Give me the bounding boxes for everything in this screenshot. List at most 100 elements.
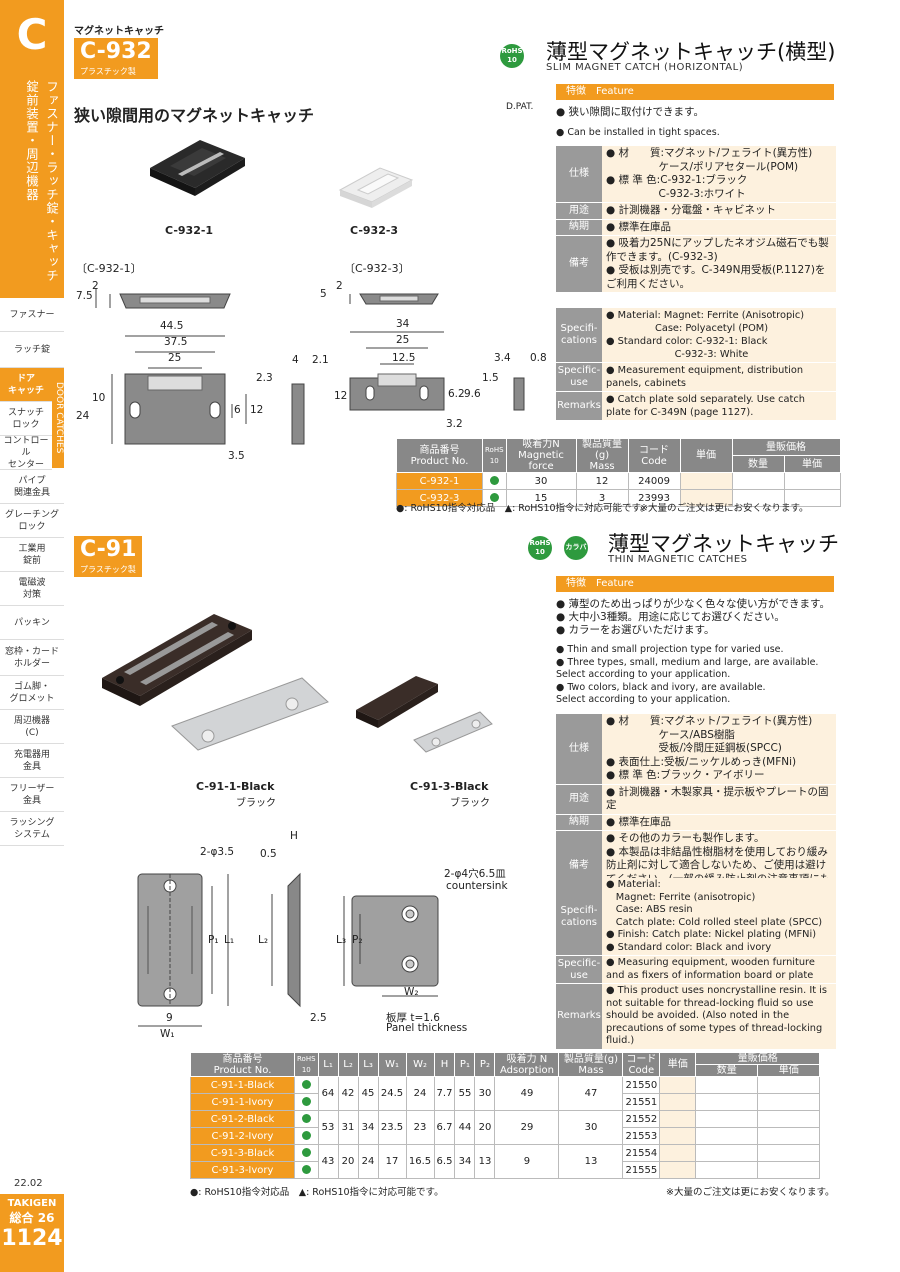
rohs-dot-icon bbox=[301, 1165, 311, 1174]
c932-rohs-legend: ●: RoHS10指令対応品 ▲: RoHS10指令に対応可能です。 bbox=[396, 503, 650, 514]
sidebar-nav-item[interactable]: 充電器用 金具 bbox=[0, 744, 64, 778]
spec-label: 仕様 bbox=[556, 714, 602, 785]
c932-bullets-en: ● Can be installed in tight spaces. bbox=[556, 126, 836, 139]
cell: 34 bbox=[454, 1144, 476, 1179]
spec-value: ● 標準在庫品 bbox=[602, 219, 836, 236]
cell: 47 bbox=[558, 1076, 624, 1111]
sidebar-nav-item[interactable]: ラッシング システム bbox=[0, 812, 64, 846]
product-no[interactable]: C-91-2-Ivory bbox=[190, 1127, 295, 1145]
rohs-cell bbox=[482, 472, 507, 490]
cell: 17 bbox=[377, 1144, 407, 1179]
cell: 49 bbox=[494, 1076, 560, 1111]
c91-bullets-en: ● Thin and small projection type for var… bbox=[556, 644, 840, 707]
sidebar-nav-item[interactable]: ドア キャッチ bbox=[0, 368, 52, 402]
c932-3-dim-12: 12 bbox=[334, 390, 348, 402]
sidebar-nav-item[interactable]: コントロール センター bbox=[0, 436, 52, 470]
c91-product-table: 商品番号 Product No. RoHS 10 L₁ L₂ L₃ W₁ W₂ … bbox=[190, 1052, 821, 1179]
sidebar-nav-item[interactable]: 電磁波 対策 bbox=[0, 572, 64, 606]
c932-3-photo-label: C-932-3 bbox=[350, 224, 399, 237]
c91-code-badge: C-91 プラスチック製 bbox=[74, 536, 143, 577]
page-number: 1124 bbox=[1, 1226, 63, 1251]
sidebar-nav-item[interactable]: ゴム脚・ グロメット bbox=[0, 676, 64, 710]
c91-title-en: THIN MAGNETIC CATCHES bbox=[608, 554, 748, 565]
spec-value: ● 計測機器・分電盤・キャビネット bbox=[602, 203, 836, 220]
qty-cell bbox=[695, 1161, 759, 1179]
cell: 7.7 bbox=[433, 1076, 456, 1111]
th-product-no: 商品番号 Product No. bbox=[190, 1052, 295, 1077]
spec-label: Specific- use bbox=[556, 363, 602, 392]
sidebar-nav-item[interactable]: パッキン bbox=[0, 606, 64, 640]
spec-label: Remarks bbox=[556, 984, 602, 1050]
product-no[interactable]: C-91-3-Black bbox=[190, 1144, 295, 1162]
th-bulk-price: 量販価格 bbox=[695, 1052, 821, 1065]
cell: 20 bbox=[337, 1144, 359, 1179]
cell: 12 bbox=[575, 472, 629, 490]
c91-title-jp: 薄型マグネットキャッチ bbox=[608, 532, 839, 556]
c91-3-photo-sub: ブラック bbox=[450, 798, 490, 809]
edition-date: 22.02 bbox=[14, 1178, 43, 1189]
code-cell: 21551 bbox=[622, 1093, 661, 1111]
qty-cell bbox=[695, 1144, 759, 1162]
cell: 44 bbox=[454, 1110, 476, 1145]
product-no[interactable]: C-91-2-Black bbox=[190, 1110, 295, 1128]
c91-dim-w1: W₁ bbox=[160, 1028, 175, 1040]
cell: 16.5 bbox=[405, 1144, 435, 1179]
cell: 30 bbox=[505, 472, 577, 490]
sidebar-nav-item[interactable]: グレーチング ロック bbox=[0, 504, 64, 538]
th-mass: 製品質量(g) Mass bbox=[558, 1052, 624, 1077]
page-footer-box: TAKIGEN 総合 26 1124 bbox=[0, 1194, 64, 1272]
product-no[interactable]: C-932-3 bbox=[396, 489, 483, 507]
c932-1-dim-44-5: 44.5 bbox=[160, 320, 184, 332]
sidebar-nav-item[interactable]: 窓枠・カード ホルダー bbox=[0, 640, 64, 676]
sidebar-nav-item[interactable]: ファスナー bbox=[0, 298, 64, 332]
bulk-price-cell bbox=[757, 1127, 821, 1145]
product-no[interactable]: C-932-1 bbox=[396, 472, 483, 490]
sidebar-nav-item[interactable]: 工業用 錠前 bbox=[0, 538, 64, 572]
th-unit-price: 単価 bbox=[679, 438, 733, 473]
sidebar-nav-item[interactable]: ラッチ錠 bbox=[0, 332, 64, 368]
bulk-price-cell bbox=[757, 1093, 821, 1111]
sidebar-nav-item[interactable]: 周辺機器 (C) bbox=[0, 710, 64, 744]
cell: 43 bbox=[317, 1144, 339, 1179]
product-no[interactable]: C-91-3-Ivory bbox=[190, 1161, 295, 1179]
spec-value: ● その他のカラーも製作します。 ● 本製品は非結晶性樹脂材を使用しており緩み防… bbox=[602, 831, 836, 902]
c932-1-dim-4: 4 bbox=[292, 354, 299, 366]
c932-1-dim-25: 25 bbox=[168, 352, 182, 364]
rohs-dot-icon bbox=[489, 493, 499, 502]
catalog-edition: 総合 26 bbox=[9, 1211, 55, 1225]
unit-price-cell bbox=[679, 489, 733, 507]
product-no[interactable]: C-91-1-Ivory bbox=[190, 1093, 295, 1111]
unit-price-cell bbox=[659, 1093, 697, 1111]
product-no[interactable]: C-91-1-Black bbox=[190, 1076, 295, 1094]
code-cell: 21552 bbox=[622, 1110, 661, 1128]
bullet: ● Can be installed in tight spaces. bbox=[556, 127, 720, 138]
cell: 23 bbox=[405, 1110, 435, 1145]
c932-3-dim-3-4: 3.4 bbox=[494, 352, 511, 364]
spec-value: ● 標準在庫品 bbox=[602, 814, 836, 831]
spec-label: 備考 bbox=[556, 236, 602, 293]
spec-label: 用途 bbox=[556, 203, 602, 220]
c932-1-drawing-label: 〔C-932-1〕 bbox=[76, 262, 142, 275]
sidebar-nav-item[interactable]: パイプ 関連金具 bbox=[0, 470, 64, 504]
code-cell: 21553 bbox=[622, 1127, 661, 1145]
sidebar-nav-item[interactable]: スナッチ ロック bbox=[0, 402, 52, 436]
cell: 64 bbox=[317, 1076, 339, 1111]
c91-1-photo-sub: ブラック bbox=[236, 798, 276, 809]
c91-dim-p1: P₁ bbox=[208, 934, 219, 946]
c932-3-dim-1-5: 1.5 bbox=[482, 372, 499, 384]
code-cell: 21554 bbox=[622, 1144, 661, 1162]
sidebar-nav-item[interactable]: フリーザー 金具 bbox=[0, 778, 64, 812]
rohs-cell bbox=[294, 1161, 319, 1179]
bullet: ● Three types, small, medium and large, … bbox=[556, 656, 819, 681]
spec-value: ● Material: Magnet: Ferrite (Anisotropic… bbox=[602, 308, 836, 363]
cell: 23.5 bbox=[377, 1110, 407, 1145]
th-h: H bbox=[433, 1052, 456, 1077]
cell: 20 bbox=[474, 1110, 496, 1145]
c91-dim-p2: P₂ bbox=[352, 934, 363, 946]
c91-spec-en: Specifi- cations● Material: Magnet: Ferr… bbox=[556, 878, 836, 1050]
c91-dim-h: H bbox=[290, 830, 298, 842]
cell: 31 bbox=[337, 1110, 359, 1145]
